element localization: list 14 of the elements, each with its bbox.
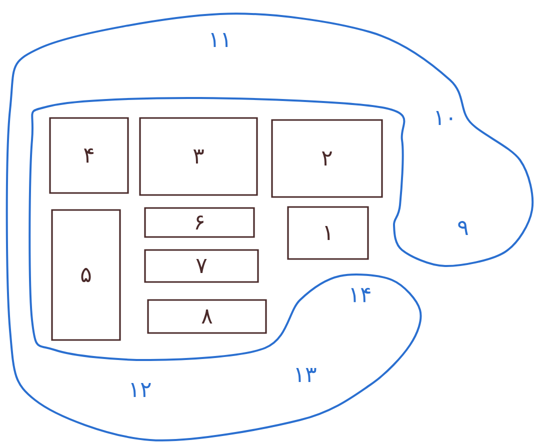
box: ۲ bbox=[271, 119, 383, 198]
box: ۸ bbox=[147, 299, 267, 334]
box: ۴ bbox=[49, 117, 129, 194]
region-number: ۱۴ bbox=[351, 288, 370, 302]
region-number: ۱۲ bbox=[131, 383, 151, 397]
box: ۶ bbox=[144, 207, 255, 238]
region-number: ۱۱ bbox=[211, 33, 228, 47]
region-number: ۱۳ bbox=[296, 368, 316, 382]
box: ۱ bbox=[287, 206, 369, 260]
region-number: ۹ bbox=[458, 220, 468, 236]
box: ۵ bbox=[51, 209, 121, 341]
box: ۷ bbox=[144, 249, 259, 283]
region-number: ۱۰ bbox=[436, 111, 452, 125]
box: ۳ bbox=[139, 117, 258, 196]
